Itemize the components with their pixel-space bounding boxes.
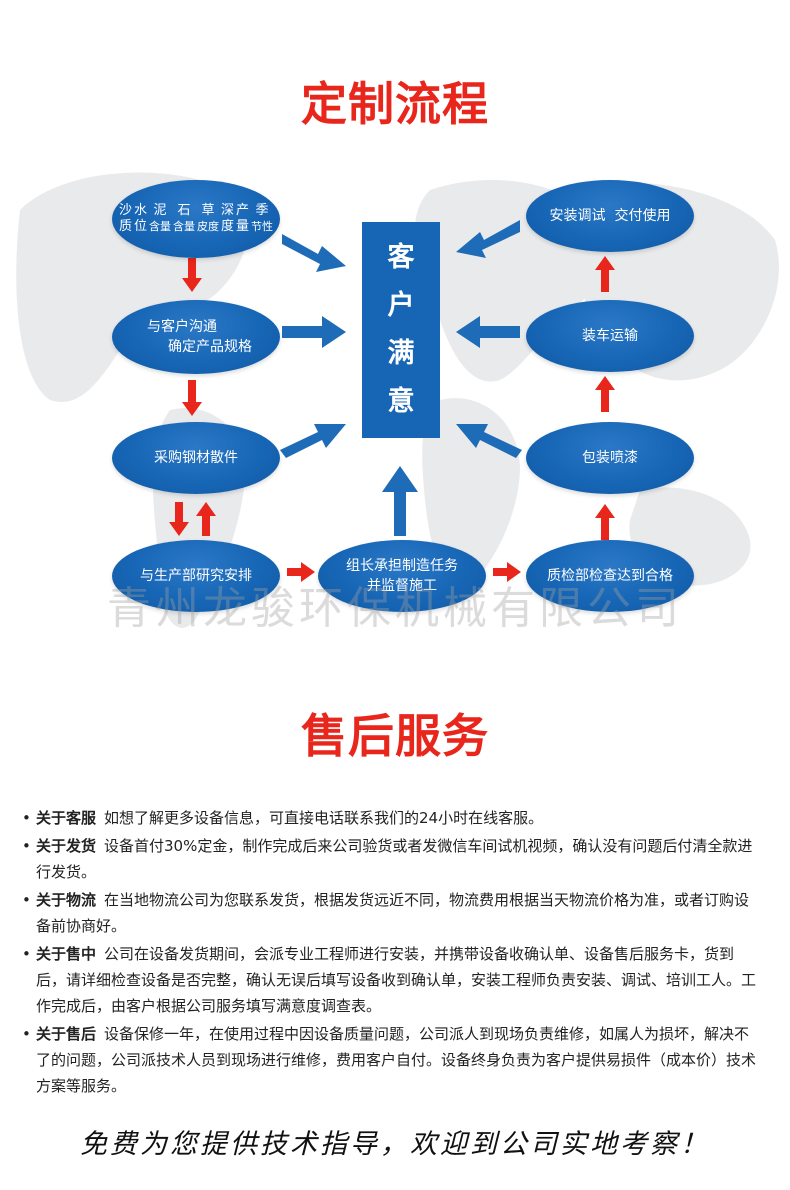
center-char-3: 满 (387, 338, 415, 369)
center-char-4: 意 (387, 386, 415, 417)
factor-col-1: 沙质 (119, 203, 132, 235)
node-paint: 包装喷漆 (526, 422, 694, 494)
factor-char: 度 (221, 219, 235, 234)
factor-char: 皮度 (197, 220, 219, 233)
factors-grid: 沙质 水位 泥含量 石含量 草皮度 深度 产量 季节性 (119, 203, 273, 235)
center-char-2: 户 (387, 290, 415, 321)
factor-col-6: 深度 (221, 203, 234, 235)
factor-char: 石 (177, 203, 191, 218)
factor-col-2: 水位 (134, 203, 147, 235)
assign-line1: 组长承担制造任务 (346, 558, 458, 574)
arrow-up-2 (595, 504, 615, 540)
service-text: 公司在设备发货期间，会派专业工程师进行安装，并携带设备收确认单、设备售后服务卡，… (36, 945, 757, 1015)
blue-arrow-from-communicate (282, 316, 346, 348)
factor-col-4: 石含量 (173, 203, 195, 235)
factor-char: 季 (255, 203, 269, 218)
factor-col-7: 产量 (236, 203, 249, 235)
arrow-right-2 (493, 562, 521, 582)
factor-char: 含量 (173, 220, 195, 233)
service-label: 关于物流 (36, 891, 97, 909)
factor-char: 沙 (118, 203, 132, 218)
company-watermark: 青州龙骏环保机械有限公司 (107, 583, 683, 634)
factor-char: 含量 (149, 220, 171, 233)
node-factors: 沙质 水位 泥含量 石含量 草皮度 深度 产量 季节性 (112, 180, 280, 258)
service-item-shouhou: • 关于售后设备保修一年，在使用过程中因设备质量问题，公司派人到现场负责维修，如… (22, 1021, 762, 1099)
node-inspect: 质检部检查达到合格 (526, 540, 694, 612)
arrow-up-3 (595, 376, 615, 412)
factor-char: 泥 (153, 203, 167, 218)
service-label: 关于售后 (36, 1025, 97, 1043)
node-install: 安装调试 交付使用 (526, 180, 694, 252)
service-item-fahuo: • 关于发货设备首付30%定金，制作完成后来公司验货或者发微信车间试机视频，确认… (22, 833, 762, 885)
blue-arrow-from-purchase (280, 424, 346, 458)
bullet-icon: • (22, 1025, 31, 1043)
service-item-wuliu: • 关于物流在当地物流公司为您联系发货，根据发货远近不同，物流费用根据当天物流价… (22, 887, 762, 939)
blue-arrow-from-transport (456, 316, 520, 348)
factor-char: 草 (201, 203, 215, 218)
center-char-1: 客 (387, 242, 415, 273)
service-list: • 关于客服如想了解更多设备信息，可直接电话联系我们的24小时在线客服。 • 关… (22, 805, 762, 1101)
arrow-up-1 (196, 502, 216, 536)
factor-char: 节性 (251, 220, 274, 233)
arrow-down-2 (182, 380, 202, 416)
service-item-kefu: • 关于客服如想了解更多设备信息，可直接电话联系我们的24小时在线客服。 (22, 805, 762, 831)
node-purchase: 采购钢材散件 (112, 422, 280, 494)
service-label: 关于客服 (36, 809, 97, 827)
service-label: 关于售中 (36, 945, 97, 963)
footer-slogan: 免费为您提供技术指导，欢迎到公司实地考察！ (80, 1129, 710, 1160)
factor-char: 质 (118, 219, 132, 234)
service-text: 设备保修一年，在使用过程中因设备质量问题，公司派人到现场负责维修，如属人为损坏，… (36, 1025, 757, 1095)
flow-title: 定制流程 (301, 77, 489, 131)
bullet-icon: • (22, 809, 31, 827)
factor-col-5: 草皮度 (197, 203, 219, 235)
service-text: 如想了解更多设备信息，可直接电话联系我们的24小时在线客服。 (104, 809, 544, 827)
flow-diagram: 客 户 满 意 沙质 水位 泥含量 石含量 草皮度 深度 产量 季节性 与客户沟… (0, 150, 790, 670)
blue-arrows (280, 220, 522, 536)
red-arrows (169, 256, 615, 582)
flow-arrows (169, 220, 615, 582)
arrow-right-1 (287, 562, 315, 582)
bullet-icon: • (22, 891, 31, 909)
service-text: 在当地物流公司为您联系发货，根据发货远近不同，物流费用根据当天物流价格为准，或者… (36, 891, 750, 935)
communicate-line2: 确定产品规格 (168, 339, 252, 355)
factor-col-8: 季节性 (251, 203, 273, 235)
blue-arrow-from-assign (382, 466, 418, 536)
node-communicate: 与客户沟通 确定产品规格 (112, 300, 280, 374)
node-transport: 装车运输 (526, 300, 694, 372)
service-title: 售后服务 (301, 709, 489, 763)
factor-char: 水 (133, 203, 147, 218)
arrow-down-1 (182, 258, 202, 292)
node-research: 与生产部研究安排 (112, 540, 280, 612)
bullet-icon: • (22, 837, 31, 855)
blue-arrow-from-paint (456, 424, 522, 458)
arrow-up-4 (595, 256, 615, 292)
factor-char: 产 (236, 203, 250, 218)
blue-arrow-from-install (456, 220, 520, 258)
assign-line2: 并监督施工 (367, 578, 437, 594)
blue-arrow-from-factors (282, 234, 346, 272)
factor-char: 量 (236, 219, 250, 234)
service-item-shouzhong: • 关于售中公司在设备发货期间，会派专业工程师进行安装，并携带设备收确认单、设备… (22, 941, 762, 1019)
bullet-icon: • (22, 945, 31, 963)
node-assign: 组长承担制造任务 并监督施工 (318, 540, 486, 612)
arrow-down-3 (169, 502, 189, 536)
service-text: 设备首付30%定金，制作完成后来公司验货或者发微信车间试机视频，确认没有问题后付… (36, 837, 753, 881)
factor-char: 深 (221, 203, 235, 218)
service-label: 关于发货 (36, 837, 97, 855)
customer-satisfaction-box: 客 户 满 意 (362, 222, 440, 438)
factor-col-3: 泥含量 (149, 203, 171, 235)
communicate-line1: 与客户沟通 (147, 319, 217, 335)
factor-char: 位 (133, 219, 147, 234)
